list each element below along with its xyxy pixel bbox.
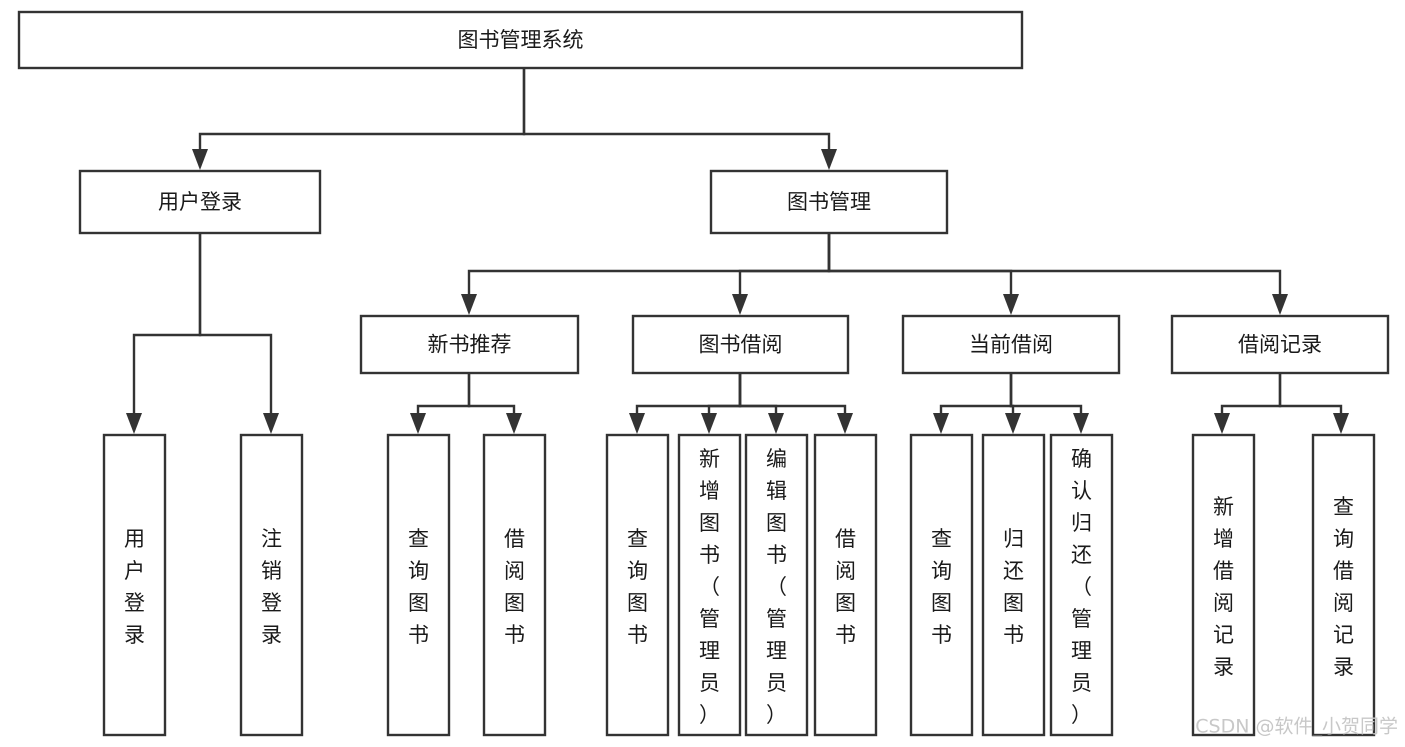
node-box-leaf-borrow-book-1[interactable] [482,433,547,737]
node-leaf-query-book-1[interactable]: 查询图书 [386,433,451,737]
node-label-book-manage: 图书管理 [787,190,871,214]
edges-layer [126,68,1349,434]
node-box-user-login[interactable] [78,169,322,235]
node-label-new-book-recommend: 新书推荐 [428,333,512,357]
node-label-leaf-user-logout: 注销登录 [261,527,282,647]
edge-borrow-record-to-leaf-query-record [1278,373,1349,434]
node-label-leaf-query-book-1: 查询图书 [408,527,429,647]
node-leaf-return-book[interactable]: 归还图书 [981,433,1046,737]
node-label-leaf-query-book-2: 查询图书 [627,527,648,647]
node-label-leaf-edit-book: 编辑图书（管理员） [766,447,787,727]
edge-book-manage-to-new-book-recommend [461,233,831,315]
edge-new-book-recommend-to-leaf-query-book-1 [410,373,471,434]
node-box-leaf-query-book-1[interactable] [386,433,451,737]
node-box-book-borrow[interactable] [631,314,850,375]
edge-user-login-to-leaf-user-logout [198,233,279,434]
node-label-leaf-user-login: 用户登录 [124,527,145,647]
node-box-leaf-edit-book[interactable] [744,433,809,737]
node-leaf-user-logout[interactable]: 注销登录 [239,433,304,737]
node-box-leaf-confirm-return[interactable] [1049,433,1114,737]
node-leaf-confirm-return[interactable]: 确认归还（管理员） [1049,433,1114,737]
node-label-leaf-return-book: 归还图书 [1003,527,1024,647]
edge-book-manage-to-borrow-record [827,233,1288,315]
node-box-leaf-user-logout[interactable] [239,433,304,737]
node-label-current-borrow: 当前借阅 [969,333,1053,357]
edge-book-manage-to-book-borrow [732,233,831,315]
node-leaf-add-record[interactable]: 新增借阅记录 [1191,433,1256,737]
node-box-leaf-add-record[interactable] [1191,433,1256,737]
node-label-leaf-confirm-return: 确认归还（管理员） [1071,447,1092,727]
edge-current-borrow-to-leaf-return-book [1005,373,1021,434]
node-label-leaf-query-record: 查询借阅记录 [1333,495,1354,679]
edge-root-to-user-login [192,68,526,170]
edge-book-manage-to-current-borrow [827,233,1019,315]
node-box-leaf-query-record[interactable] [1311,433,1376,737]
node-user-login[interactable]: 用户登录 [78,169,322,235]
node-label-leaf-add-record: 新增借阅记录 [1213,495,1234,679]
node-book-borrow[interactable]: 图书借阅 [631,314,850,375]
node-label-leaf-borrow-book-2: 借阅图书 [835,527,856,647]
node-new-book-recommend[interactable]: 新书推荐 [359,314,580,375]
edge-user-login-to-leaf-user-login [126,233,202,434]
node-box-borrow-record[interactable] [1170,314,1390,375]
edge-root-to-book-manage [522,68,837,170]
edge-current-borrow-to-leaf-query-book-3 [933,373,1013,434]
node-root[interactable]: 图书管理系统 [17,10,1024,70]
node-box-book-manage[interactable] [709,169,949,235]
node-box-current-borrow[interactable] [901,314,1121,375]
node-label-user-login: 用户登录 [158,190,242,214]
edge-borrow-record-to-leaf-add-record [1214,373,1282,434]
nodes-layer: 图书管理系统用户登录图书管理新书推荐图书借阅当前借阅借阅记录用户登录注销登录查询… [17,10,1390,737]
node-label-leaf-query-book-3: 查询图书 [931,527,952,647]
node-leaf-borrow-book-1[interactable]: 借阅图书 [482,433,547,737]
node-borrow-record[interactable]: 借阅记录 [1170,314,1390,375]
node-box-leaf-user-login[interactable] [102,433,167,737]
node-leaf-query-book-2[interactable]: 查询图书 [605,433,670,737]
node-label-leaf-add-book: 新增图书（管理员） [699,447,720,727]
node-leaf-add-book[interactable]: 新增图书（管理员） [677,433,742,737]
node-leaf-borrow-book-2[interactable]: 借阅图书 [813,433,878,737]
node-label-book-borrow: 图书借阅 [699,333,783,357]
node-box-root[interactable] [17,10,1024,70]
node-leaf-query-record[interactable]: 查询借阅记录 [1311,433,1376,737]
node-label-root: 图书管理系统 [458,28,584,52]
node-label-borrow-record: 借阅记录 [1238,333,1322,357]
node-current-borrow[interactable]: 当前借阅 [901,314,1121,375]
node-box-new-book-recommend[interactable] [359,314,580,375]
node-box-leaf-query-book-3[interactable] [909,433,974,737]
node-label-leaf-borrow-book-1: 借阅图书 [504,527,525,647]
edge-book-borrow-to-leaf-query-book-2 [629,373,742,434]
edge-book-borrow-to-leaf-add-book [701,373,742,434]
edge-new-book-recommend-to-leaf-borrow-book-1 [467,373,522,434]
node-leaf-edit-book[interactable]: 编辑图书（管理员） [744,433,809,737]
node-box-leaf-add-book[interactable] [677,433,742,737]
edge-book-borrow-to-leaf-edit-book [738,373,784,434]
node-leaf-user-login[interactable]: 用户登录 [102,433,167,737]
edge-book-borrow-to-leaf-borrow-book-2 [738,373,853,434]
node-box-leaf-borrow-book-2[interactable] [813,433,878,737]
csdn-watermark: CSDN @软件_小贺同学 [1195,716,1398,738]
node-leaf-query-book-3[interactable]: 查询图书 [909,433,974,737]
node-book-manage[interactable]: 图书管理 [709,169,949,235]
edge-current-borrow-to-leaf-confirm-return [1009,373,1089,434]
node-box-leaf-query-book-2[interactable] [605,433,670,737]
node-box-leaf-return-book[interactable] [981,433,1046,737]
